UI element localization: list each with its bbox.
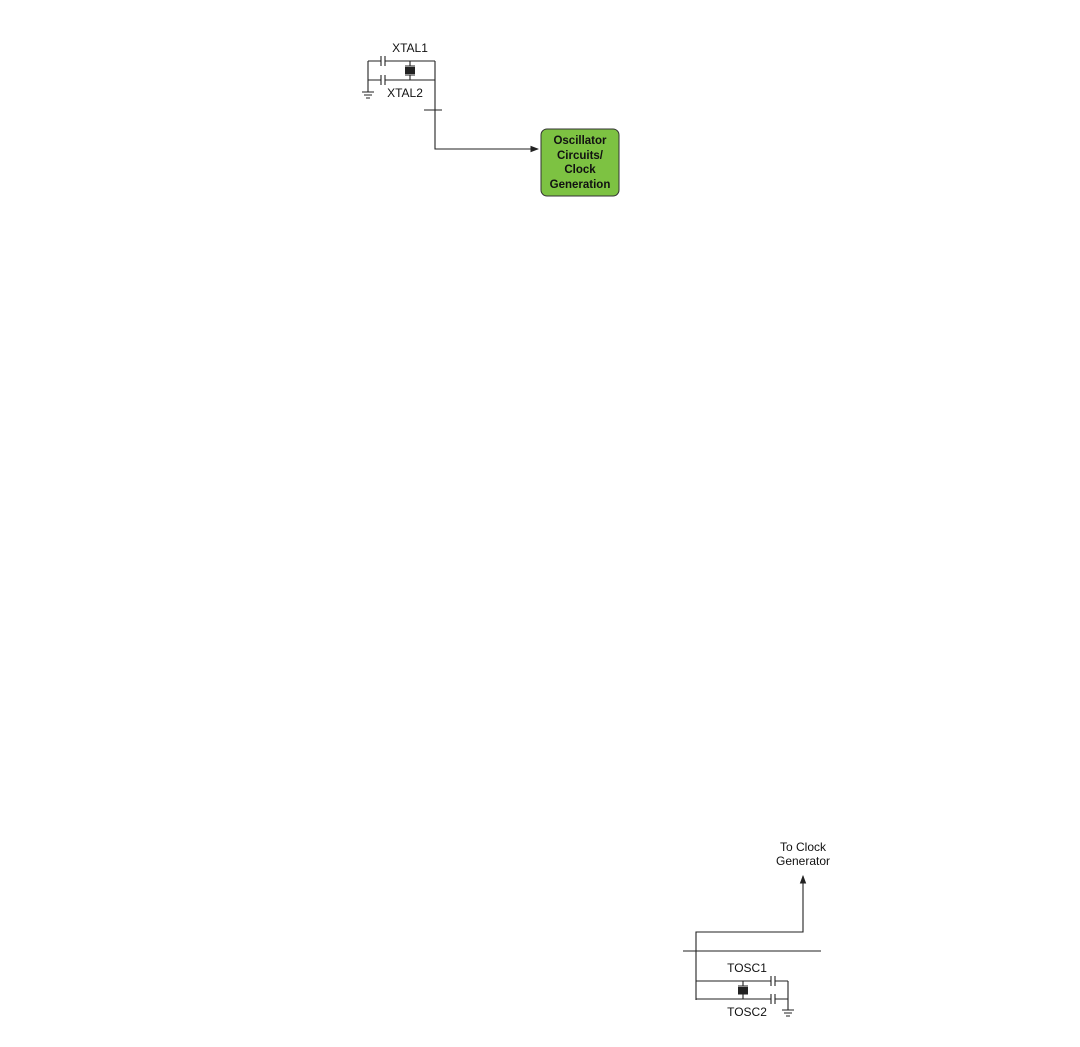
- ground-icon: [782, 1009, 794, 1017]
- capacitor-icon: [770, 976, 776, 1004]
- block-line-4: Generation: [550, 179, 611, 191]
- to-clock-label-2: Generator: [776, 854, 830, 868]
- block-line-3: Clock: [564, 164, 596, 176]
- tosc-output-wire: [695, 874, 807, 1000]
- xtal-wires: [367, 60, 538, 149]
- block-line-2: Circuits/: [557, 150, 604, 162]
- crystal-icon: [738, 981, 748, 999]
- oscillator-block: Oscillator Circuits/ Clock Generation: [540, 128, 620, 197]
- ground-icon: [362, 91, 374, 99]
- tosc2-label: TOSC2: [727, 1005, 767, 1019]
- xtal1-label: XTAL1: [392, 41, 428, 55]
- tosc-circuit: To Clock Generator TOSC1 TOSC2: [683, 840, 830, 1019]
- block-line-1: Oscillator: [553, 135, 607, 147]
- xtal-circuit: XTAL1 XTAL2: [362, 41, 538, 149]
- xtal2-label: XTAL2: [387, 86, 423, 100]
- to-clock-label-1: To Clock: [780, 840, 827, 854]
- tosc-wires: [696, 980, 789, 1010]
- tosc1-label: TOSC1: [727, 961, 767, 975]
- crystal-icon: [405, 61, 415, 80]
- capacitor-icon: [380, 56, 386, 85]
